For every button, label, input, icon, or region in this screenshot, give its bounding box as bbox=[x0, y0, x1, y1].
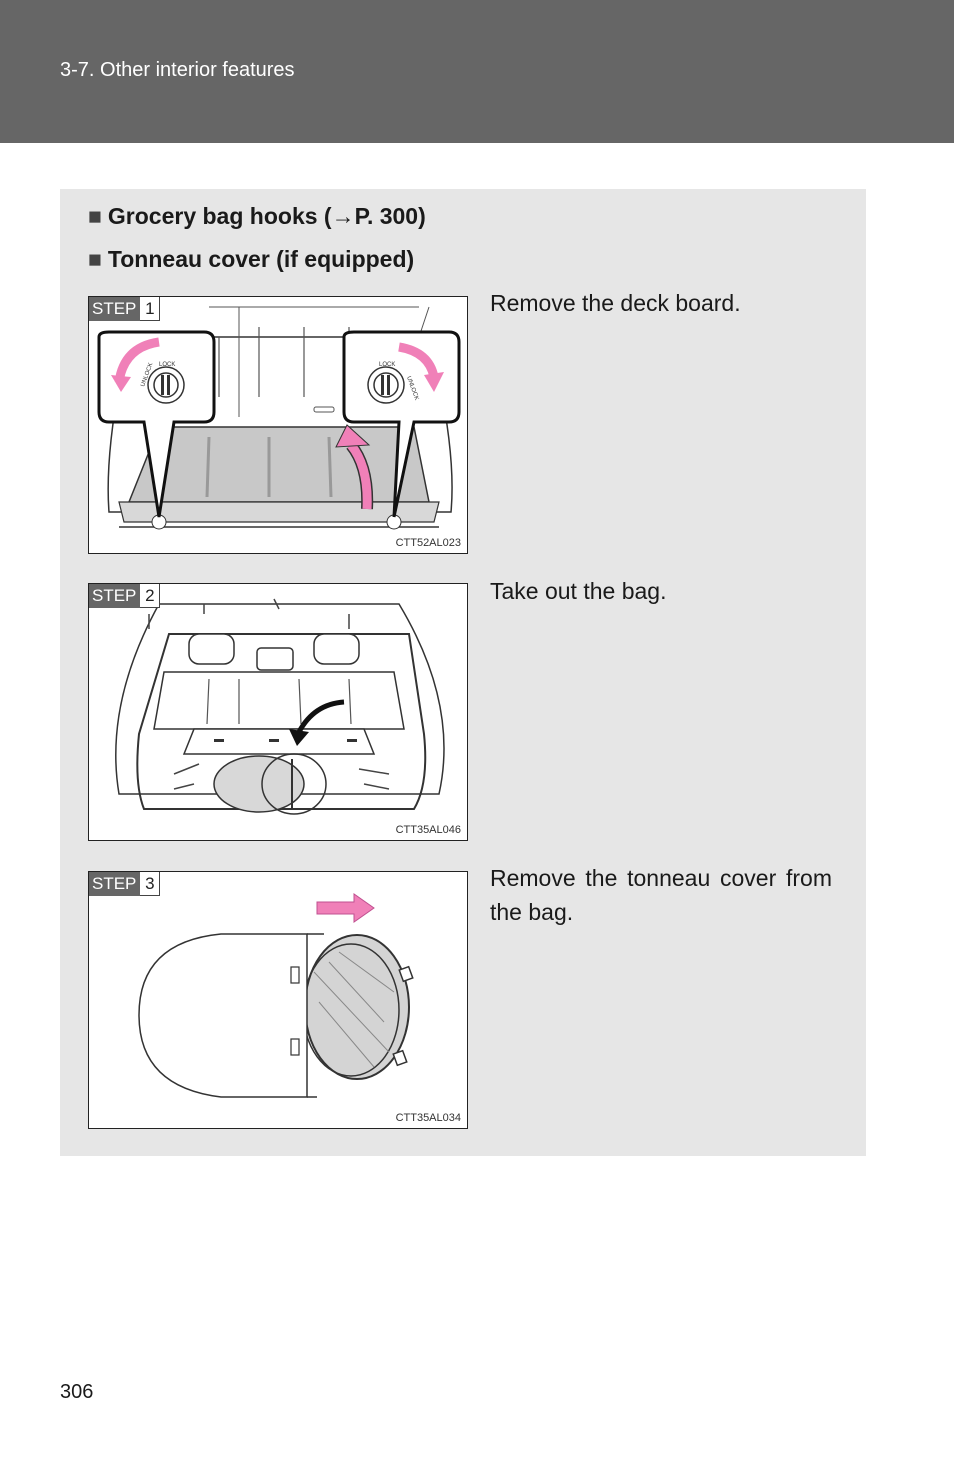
bullet-square-icon: ■ bbox=[88, 203, 102, 229]
cargo-area-illustration bbox=[115, 598, 445, 815]
page-number: 306 bbox=[60, 1381, 94, 1403]
heading-text: Grocery bag hooks (→P. 300) bbox=[107, 203, 426, 229]
step-3-badge: STEP 3 bbox=[89, 872, 161, 896]
step-1-description: Remove the deck board. bbox=[490, 290, 741, 316]
tonneau-bag-illustration bbox=[138, 893, 414, 1098]
heading-tonneau-cover: ■Tonneau cover (if equipped) bbox=[88, 246, 414, 273]
lock-label: LOCK bbox=[379, 362, 395, 368]
bullet-square-icon: ■ bbox=[88, 246, 102, 272]
deck-board-illustration: UNLOCK LOCK LOCK UNLOCK bbox=[97, 306, 461, 530]
heading-grocery-bag-hooks: ■Grocery bag hooks (→P. 300) bbox=[88, 203, 426, 230]
page-header: 3-7. Other interior features bbox=[0, 0, 954, 143]
heading-text: Tonneau cover (if equipped) bbox=[107, 246, 415, 272]
figure-code: CTT35AL034 bbox=[395, 1112, 461, 1124]
lock-label: LOCK bbox=[159, 362, 175, 368]
content-panel: ■Grocery bag hooks (→P. 300) ■Tonneau co… bbox=[60, 189, 866, 1156]
step-3-description: Remove the tonneau cover from the bag. bbox=[490, 865, 832, 925]
figure-code: CTT52AL023 bbox=[395, 537, 461, 549]
step-1-badge: STEP 1 bbox=[89, 297, 161, 321]
step-1-figure: UNLOCK LOCK LOCK UNLOCK STEP 1 CTT52AL02… bbox=[88, 296, 468, 554]
step-3-figure: STEP 3 CTT35AL034 bbox=[88, 871, 468, 1129]
step-2-badge: STEP 2 bbox=[89, 584, 161, 608]
step-2-description: Take out the bag. bbox=[490, 578, 667, 604]
section-title: 3-7. Other interior features bbox=[60, 59, 295, 81]
step-2-figure: STEP 2 CTT35AL046 bbox=[88, 583, 468, 841]
figure-code: CTT35AL046 bbox=[395, 824, 461, 836]
